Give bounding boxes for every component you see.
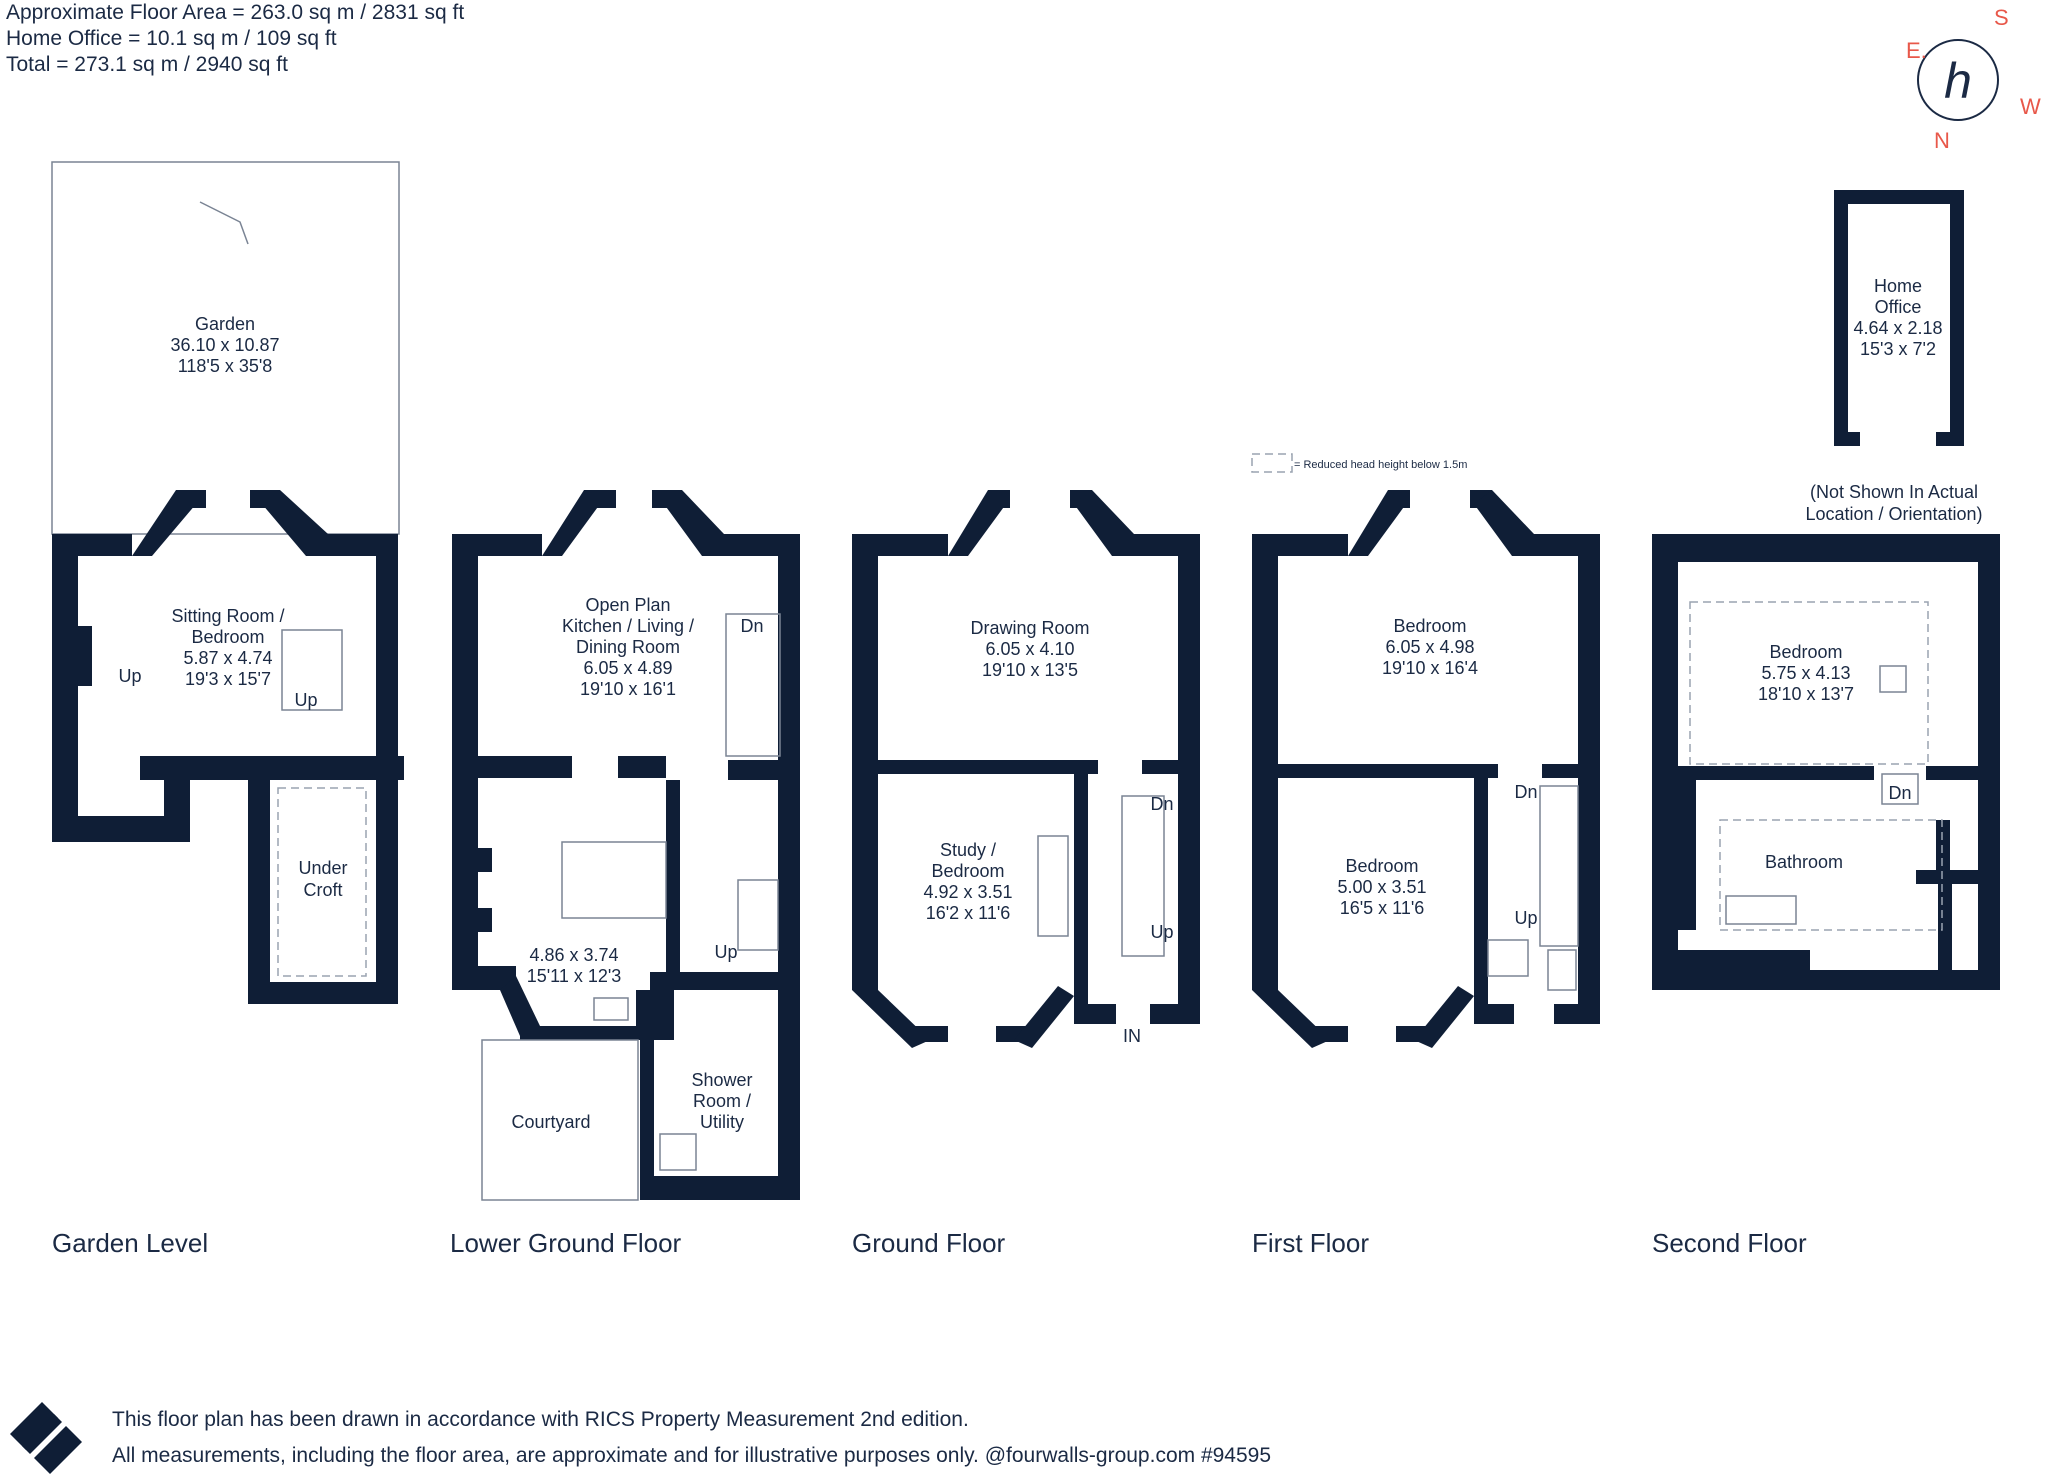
under-croft-name-2: Croft [303,880,342,900]
bed2-metric: 5.00 x 3.51 [1337,877,1426,897]
bathroom-name: Bathroom [1765,852,1843,872]
compass-north: N [1934,128,1950,153]
logo-letter: h [1944,53,1972,109]
first-dn-label: Dn [1514,782,1537,802]
office-name-2: Office [1875,297,1922,317]
kitchen-imperial: 19'10 x 16'1 [580,679,676,699]
bed1-name: Bedroom [1393,616,1466,636]
sitting-metric: 5.87 x 4.74 [183,648,272,668]
drawing-name: Drawing Room [970,618,1089,638]
kitchen-name-2: Kitchen / Living / [562,616,694,636]
kitchen-name-1: Open Plan [585,595,670,615]
first-floor-plan: = Reduced head height below 1.5m Bedroom… [1251,453,1600,1048]
area-home-office: Home Office = 10.1 sq m / 109 sq ft [6,27,337,50]
drawing-imperial: 19'10 x 13'5 [982,660,1078,680]
drawing-metric: 6.05 x 4.10 [985,639,1074,659]
lower-dn-label: Dn [740,616,763,636]
ground-floor-plan: Drawing Room 6.05 x 4.10 19'10 x 13'5 St… [852,490,1200,1048]
bed1-metric: 6.05 x 4.98 [1385,637,1474,657]
office-imperial: 15'3 x 7'2 [1860,339,1936,359]
office-metric: 4.64 x 2.18 [1853,318,1942,338]
garden-metric: 36.10 x 10.87 [170,335,279,355]
office-note-2: Location / Orientation) [1805,504,1982,524]
garden-name: Garden [195,314,255,334]
sitting-name-1: Sitting Room / [171,606,284,626]
shower-name-2: Room / [693,1091,751,1111]
lower-ground-plan: Open Plan Kitchen / Living / Dining Room… [452,490,800,1201]
compass-east: E. [1906,38,1927,63]
sitting-name-2: Bedroom [191,627,264,647]
study-name-2: Bedroom [931,861,1004,881]
office-name-1: Home [1874,276,1922,296]
ground-in-label: IN [1123,1026,1141,1046]
lower-up-label: Up [714,942,737,962]
courtyard-name: Courtyard [511,1112,590,1132]
shower-name-3: Utility [700,1112,744,1132]
bed3-name: Bedroom [1769,642,1842,662]
kitchen-name-3: Dining Room [576,637,680,657]
bed2-name: Bedroom [1345,856,1418,876]
floor-title-second: Second Floor [1652,1228,1807,1258]
garden-imperial: 118'5 x 35'8 [178,356,273,376]
sitting-imperial: 19'3 x 15'7 [185,669,271,689]
floor-title-first: First Floor [1252,1228,1369,1258]
compass-logo-icon: h E. S W N [1906,5,2041,153]
floor-title-ground: Ground Floor [852,1228,1006,1258]
floor-title-lower-ground: Lower Ground Floor [450,1228,682,1258]
study-metric: 4.92 x 3.51 [923,882,1012,902]
under-croft-name-1: Under [298,858,347,878]
second-floor-plan: Home Office 4.64 x 2.18 15'3 x 7'2 (Not … [1652,190,2000,990]
footer-rics-note: This floor plan has been drawn in accord… [112,1408,969,1431]
floor-title-garden: Garden Level [52,1228,209,1258]
kitchen2-metric: 4.86 x 3.74 [529,945,618,965]
office-note-1: (Not Shown In Actual [1810,482,1978,502]
compass-south: S [1994,5,2009,30]
study-imperial: 16'2 x 11'6 [926,903,1011,923]
first-up-label: Up [1514,908,1537,928]
compass-west: W [2020,94,2041,119]
ground-up-label: Up [1150,922,1173,942]
second-dn-label: Dn [1888,783,1911,803]
bed2-imperial: 16'5 x 11'6 [1340,898,1425,918]
garden-up-label-2: Up [294,690,317,710]
kitchen2-imperial: 15'11 x 12'3 [527,966,622,986]
garden-up-label: Up [118,666,141,686]
shower-name-1: Shower [691,1070,752,1090]
legend-reduced-head-height: = Reduced head height below 1.5m [1294,459,1467,471]
bed1-imperial: 19'10 x 16'4 [1382,658,1478,678]
bed3-imperial: 18'10 x 13'7 [1758,684,1854,704]
fourwalls-logo-icon [10,1402,82,1474]
garden-level-plan: Garden 36.10 x 10.87 118'5 x 35'8 Sittin… [51,161,404,1004]
bed3-metric: 5.75 x 4.13 [1761,663,1850,683]
area-total-floor: Approximate Floor Area = 263.0 sq m / 28… [6,1,465,24]
area-grand-total: Total = 273.1 sq m / 2940 sq ft [6,53,288,76]
ground-dn-label: Dn [1150,794,1173,814]
study-name-1: Study / [940,840,996,860]
kitchen-metric: 6.05 x 4.89 [583,658,672,678]
footer-disclaimer: All measurements, including the floor ar… [112,1444,1272,1467]
